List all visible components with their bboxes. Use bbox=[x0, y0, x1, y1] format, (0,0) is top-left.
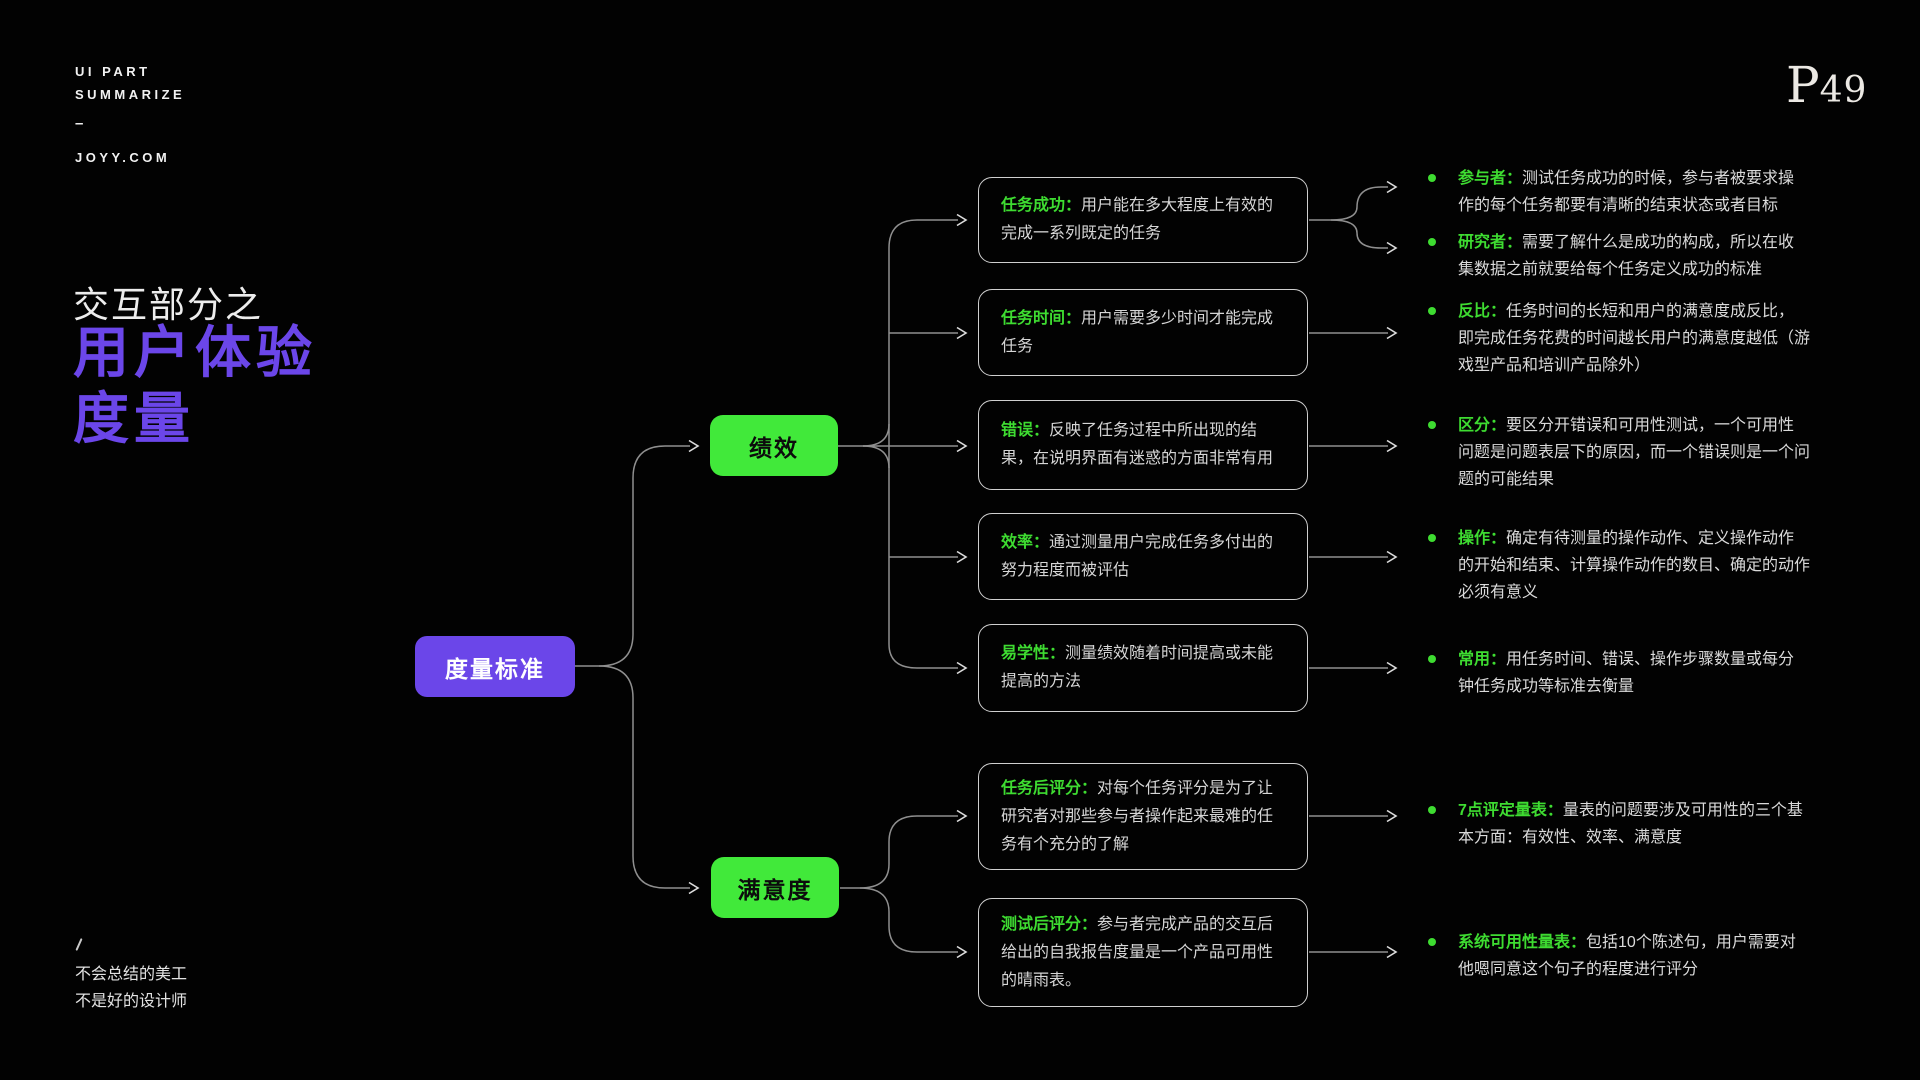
card-desc: 测量绩效随着时间提高或未能提高的方法 bbox=[1001, 645, 1274, 690]
bullet-common-measures: 常用：用任务时间、错误、操作步骤数量或每分钟任务成功等标准去衡量 bbox=[1428, 646, 1810, 700]
footer-note: 不会总结的美工 不是好的设计师 bbox=[75, 961, 187, 1015]
page-number-prefix: P bbox=[1786, 56, 1820, 114]
bullet-label: 参与者： bbox=[1458, 170, 1523, 187]
card-label: 测试后评分： bbox=[1001, 915, 1098, 933]
bullet-desc: 要区分开错误和可用性测试，一个可用性问题是问题表层下的原因，而一个错误则是一个问… bbox=[1458, 417, 1811, 488]
card-learnability: 易学性：测量绩效随着时间提高或未能提高的方法 bbox=[978, 624, 1308, 712]
bullet-text: 区分：要区分开错误和可用性测试，一个可用性问题是问题表层下的原因，而一个错误则是… bbox=[1458, 412, 1810, 493]
bullet-label: 常用： bbox=[1458, 651, 1507, 668]
bullet-desc: 任务时间的长短和用户的满意度成反比，即完成任务花费的时间越长用户的满意度越低（游… bbox=[1458, 303, 1811, 374]
card-desc: 参与者完成产品的交互后给出的自我报告度量是一个产品可用性的晴雨表。 bbox=[1001, 915, 1274, 989]
brand-line-1: UI PART bbox=[75, 64, 151, 79]
bullet-desc: 需要了解什么是成功的构成，所以在收集数据之前就要给每个任务定义成功的标准 bbox=[1458, 234, 1795, 278]
bullet-text: 反比：任务时间的长短和用户的满意度成反比，即完成任务花费的时间越长用户的满意度越… bbox=[1458, 298, 1810, 379]
card-errors: 错误：反映了任务过程中所出现的结果，在说明界面有迷惑的方面非常有用 bbox=[978, 400, 1308, 490]
brand-block: UI PART SUMMARIZE – JOYY.COM bbox=[75, 60, 185, 169]
card-label: 任务后评分： bbox=[1001, 779, 1098, 797]
bullet-text: 参与者：测试任务成功的时候，参与者被要求操作的每个任务都要有清晰的结束状态或者目… bbox=[1458, 165, 1810, 219]
bullet-desc: 用任务时间、错误、操作步骤数量或每分钟任务成功等标准去衡量 bbox=[1458, 651, 1795, 695]
bullet-label: 研究者： bbox=[1458, 234, 1523, 251]
bullet-distinction: 区分：要区分开错误和可用性测试，一个可用性问题是问题表层下的原因，而一个错误则是… bbox=[1428, 412, 1810, 493]
slide-kicker: 交互部分之 bbox=[73, 284, 264, 325]
card-desc: 对每个任务评分是为了让研究者对那些参与者操作起来最难的任务有个充分的了解 bbox=[1001, 779, 1274, 853]
bullet-text: 研究者：需要了解什么是成功的构成，所以在收集数据之前就要给每个任务定义成功的标准 bbox=[1458, 229, 1810, 283]
slide-title-line1: 用户体验 bbox=[73, 321, 317, 384]
card-text: 任务时间：用户需要多少时间才能完成任务 bbox=[1001, 305, 1285, 361]
bullet-dot bbox=[1428, 534, 1436, 542]
card-desc: 反映了任务过程中所出现的结果，在说明界面有迷惑的方面非常有用 bbox=[1001, 422, 1274, 467]
bullet-inverse-ratio: 反比：任务时间的长短和用户的满意度成反比，即完成任务花费的时间越长用户的满意度越… bbox=[1428, 298, 1810, 379]
card-label: 易学性： bbox=[1001, 645, 1066, 662]
bullet-dot bbox=[1428, 174, 1436, 182]
card-desc: 通过测量用户完成任务多付出的努力程度而被评估 bbox=[1001, 533, 1274, 579]
card-text: 任务后评分：对每个任务评分是为了让研究者对那些参与者操作起来最难的任务有个充分的… bbox=[1001, 775, 1285, 859]
card-text: 错误：反映了任务过程中所出现的结果，在说明界面有迷惑的方面非常有用 bbox=[1001, 417, 1285, 473]
bullet-label: 反比： bbox=[1458, 303, 1507, 320]
bullet-dot bbox=[1428, 938, 1436, 946]
bullet-dot bbox=[1428, 421, 1436, 429]
card-label: 效率： bbox=[1001, 533, 1050, 551]
slide-title-line2: 度量 bbox=[73, 387, 195, 450]
bullet-researchers: 研究者：需要了解什么是成功的构成，所以在收集数据之前就要给每个任务定义成功的标准 bbox=[1428, 229, 1810, 283]
card-task-success: 任务成功：用户能在多大程度上有效的完成一系列既定的任务 bbox=[978, 177, 1308, 263]
bullet-text: 操作：确定有待测量的操作动作、定义操作动作的开始和结束、计算操作动作的数目、确定… bbox=[1458, 525, 1810, 606]
footer-mark bbox=[75, 938, 83, 951]
page-number: P49 bbox=[1786, 56, 1867, 114]
card-efficiency: 效率：通过测量用户完成任务多付出的努力程度而被评估 bbox=[978, 513, 1308, 600]
bullet-dot bbox=[1428, 307, 1436, 315]
footer-line-2: 不是好的设计师 bbox=[75, 993, 188, 1010]
card-desc: 用户需要多少时间才能完成任务 bbox=[1001, 309, 1274, 355]
brand-line-2: SUMMARIZE bbox=[75, 87, 186, 102]
card-post-test-rating: 测试后评分：参与者完成产品的交互后给出的自我报告度量是一个产品可用性的晴雨表。 bbox=[978, 898, 1308, 1007]
bullet-label: 7点评定量表： bbox=[1458, 802, 1563, 819]
card-text: 易学性：测量绩效随着时间提高或未能提高的方法 bbox=[1001, 640, 1285, 696]
brand-separator: – bbox=[75, 115, 84, 132]
bullet-dot bbox=[1428, 238, 1436, 246]
bullet-label: 操作： bbox=[1458, 530, 1507, 547]
bullet-desc: 包括10个陈述句，用户需要对他嗯同意这个句子的程度进行评分 bbox=[1458, 934, 1796, 978]
card-post-task-rating: 任务后评分：对每个任务评分是为了让研究者对那些参与者操作起来最难的任务有个充分的… bbox=[978, 763, 1308, 870]
bullet-text: 常用：用任务时间、错误、操作步骤数量或每分钟任务成功等标准去衡量 bbox=[1458, 646, 1810, 700]
card-label: 错误： bbox=[1001, 422, 1050, 439]
bullet-operations: 操作：确定有待测量的操作动作、定义操作动作的开始和结束、计算操作动作的数目、确定… bbox=[1428, 525, 1810, 606]
node-performance: 绩效 bbox=[710, 415, 838, 476]
bullet-label: 区分： bbox=[1458, 417, 1507, 434]
card-text: 任务成功：用户能在多大程度上有效的完成一系列既定的任务 bbox=[1001, 192, 1285, 248]
page-number-value: 49 bbox=[1819, 70, 1868, 111]
bullet-dot bbox=[1428, 655, 1436, 663]
bullet-desc: 确定有待测量的操作动作、定义操作动作的开始和结束、计算操作动作的数目、确定的动作… bbox=[1458, 530, 1811, 601]
card-label: 任务时间： bbox=[1001, 309, 1082, 327]
node-satisfaction: 满意度 bbox=[711, 857, 839, 918]
footer-line-1: 不会总结的美工 bbox=[75, 966, 188, 983]
card-label: 任务成功： bbox=[1001, 197, 1082, 214]
bullet-desc: 测试任务成功的时候，参与者被要求操作的每个任务都要有清晰的结束状态或者目标 bbox=[1458, 170, 1795, 214]
bullet-7-point-scale: 7点评定量表：量表的问题要涉及可用性的三个基本方面：有效性、效率、满意度 bbox=[1428, 797, 1810, 851]
bullet-desc: 量表的问题要涉及可用性的三个基本方面：有效性、效率、满意度 bbox=[1458, 802, 1803, 846]
bullet-sus-scale: 系统可用性量表：包括10个陈述句，用户需要对他嗯同意这个句子的程度进行评分 bbox=[1428, 929, 1810, 983]
card-desc: 用户能在多大程度上有效的完成一系列既定的任务 bbox=[1001, 197, 1274, 242]
bullet-label: 系统可用性量表： bbox=[1458, 934, 1587, 951]
bullet-text: 系统可用性量表：包括10个陈述句，用户需要对他嗯同意这个句子的程度进行评分 bbox=[1458, 929, 1810, 983]
card-task-time: 任务时间：用户需要多少时间才能完成任务 bbox=[978, 289, 1308, 376]
slide-title: 用户体验 度量 bbox=[73, 320, 317, 452]
brand-url: JOYY.COM bbox=[75, 150, 171, 165]
card-text: 效率：通过测量用户完成任务多付出的努力程度而被评估 bbox=[1001, 529, 1285, 585]
bullet-dot bbox=[1428, 806, 1436, 814]
bullet-text: 7点评定量表：量表的问题要涉及可用性的三个基本方面：有效性、效率、满意度 bbox=[1458, 797, 1810, 851]
card-text: 测试后评分：参与者完成产品的交互后给出的自我报告度量是一个产品可用性的晴雨表。 bbox=[1001, 911, 1285, 995]
bullet-participants: 参与者：测试任务成功的时候，参与者被要求操作的每个任务都要有清晰的结束状态或者目… bbox=[1428, 165, 1810, 219]
node-measurement-standard: 度量标准 bbox=[415, 636, 575, 697]
